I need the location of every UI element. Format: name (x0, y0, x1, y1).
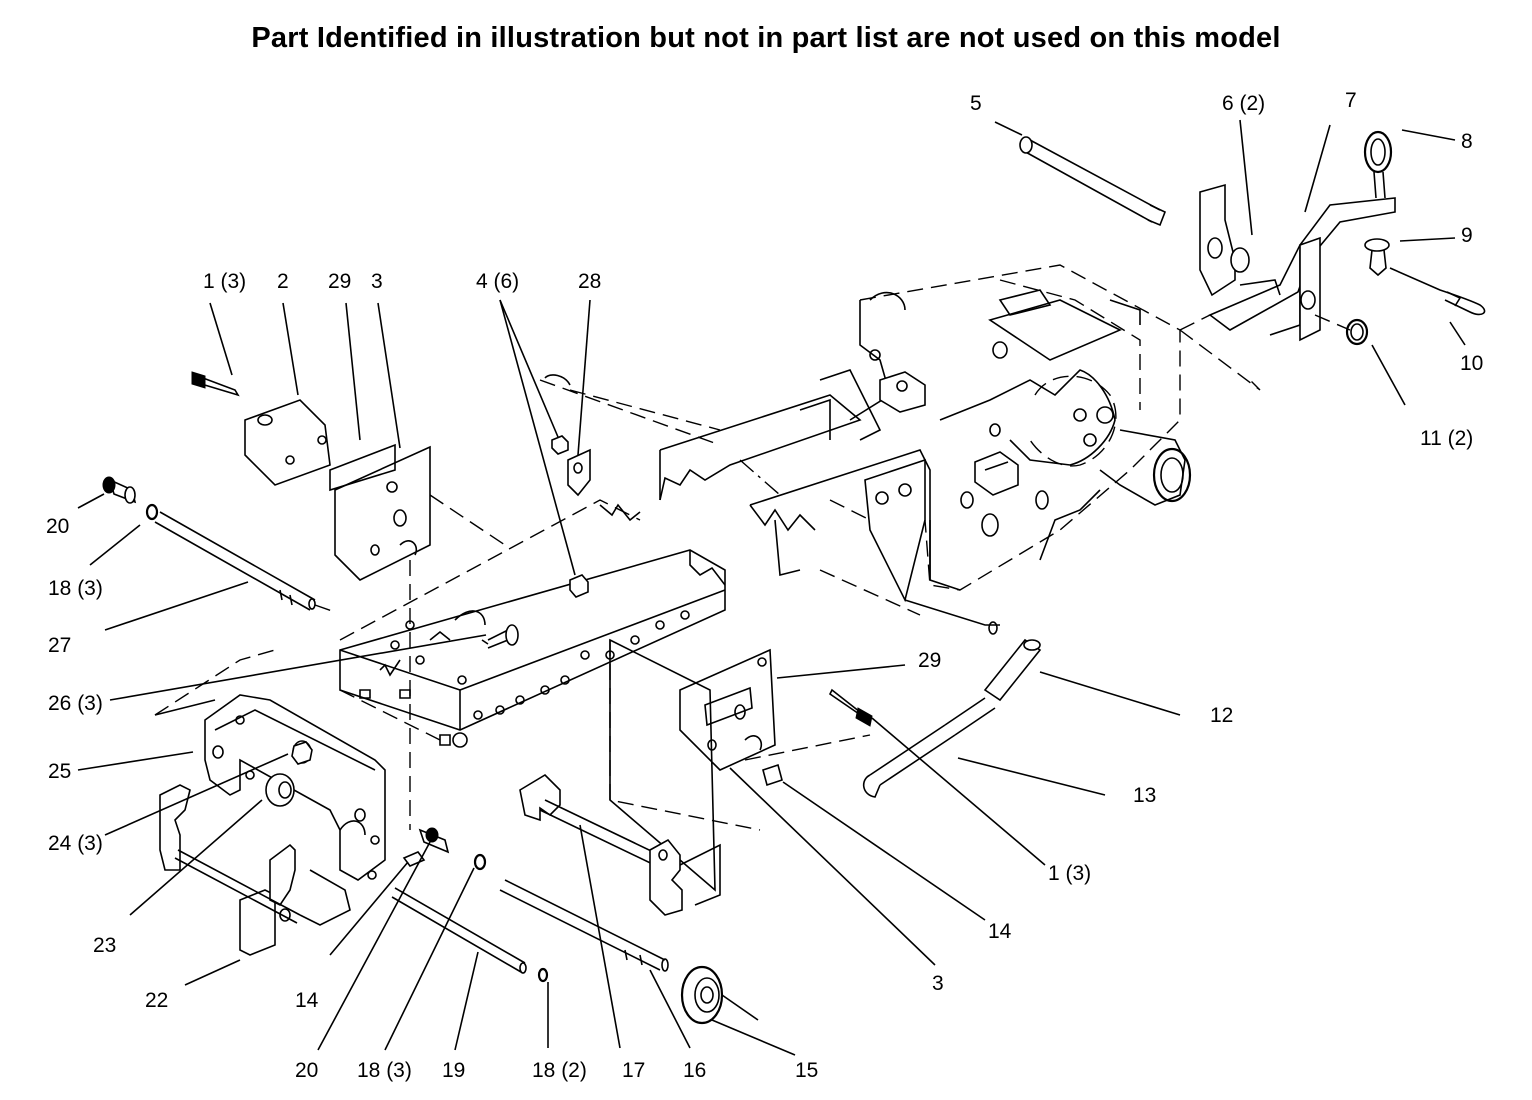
leader-lines (77, 119, 1466, 1056)
callout-24-3: 24 (3) (48, 832, 103, 855)
callout-8: 8 (1461, 130, 1473, 153)
callout-1-3-top: 1 (3) (203, 270, 246, 293)
callout-14-left: 14 (295, 989, 319, 1012)
callout-26-3: 26 (3) (48, 692, 103, 715)
callout-2: 2 (277, 270, 289, 293)
callout-9: 9 (1461, 224, 1473, 247)
callout-18-2: 18 (2) (532, 1059, 587, 1082)
callout-3-right: 3 (932, 972, 944, 995)
callout-5: 5 (970, 92, 982, 115)
callout-11-2: 11 (2) (1420, 427, 1473, 450)
callout-13: 13 (1133, 784, 1156, 807)
callout-14-right: 14 (988, 920, 1012, 943)
lower-axle-parts (391, 773, 759, 1025)
callout-4-6: 4 (6) (476, 270, 519, 293)
callout-22: 22 (145, 989, 168, 1012)
callout-28: 28 (578, 270, 601, 293)
diagram-title: Part Identified in illustration but not … (251, 22, 1281, 54)
callout-15: 15 (795, 1059, 818, 1082)
callout-23: 23 (93, 934, 116, 957)
callout-16: 16 (683, 1059, 706, 1082)
front-axle-channel (339, 499, 726, 748)
callout-10: 10 (1460, 352, 1483, 375)
frame-side-rail (539, 374, 931, 603)
callout-29-top: 29 (328, 270, 351, 293)
callout-20-bottom: 20 (295, 1059, 318, 1082)
callout-3-top: 3 (371, 270, 383, 293)
transaxle-housing (819, 264, 1192, 591)
callout-18-3-bottom: 18 (3) (357, 1059, 412, 1082)
bracket-and-nuts (551, 435, 591, 598)
rod-27 (102, 476, 336, 613)
hitch-assembly (1019, 130, 1486, 391)
callout-29-right: 29 (918, 649, 941, 672)
callout-12: 12 (1210, 704, 1233, 727)
right-mounting-plate (609, 638, 873, 892)
callout-25: 25 (48, 760, 71, 783)
callout-17: 17 (622, 1059, 645, 1082)
lever-and-handle (819, 569, 1042, 798)
left-mounting-plate (191, 371, 506, 830)
callout-labels: 1 (3) 2 29 3 4 (6) 28 5 6 (2) 7 8 9 10 1… (46, 89, 1483, 1082)
left-axle-support (154, 649, 426, 956)
carriage-bolt (481, 624, 519, 649)
callout-20-left: 20 (46, 515, 69, 538)
callout-27: 27 (48, 634, 71, 657)
callout-19: 19 (442, 1059, 465, 1082)
callout-18-3-left: 18 (3) (48, 577, 103, 600)
callout-1-3-right: 1 (3) (1048, 862, 1091, 885)
callout-6-2: 6 (2) (1222, 92, 1265, 115)
callout-7: 7 (1345, 89, 1357, 112)
